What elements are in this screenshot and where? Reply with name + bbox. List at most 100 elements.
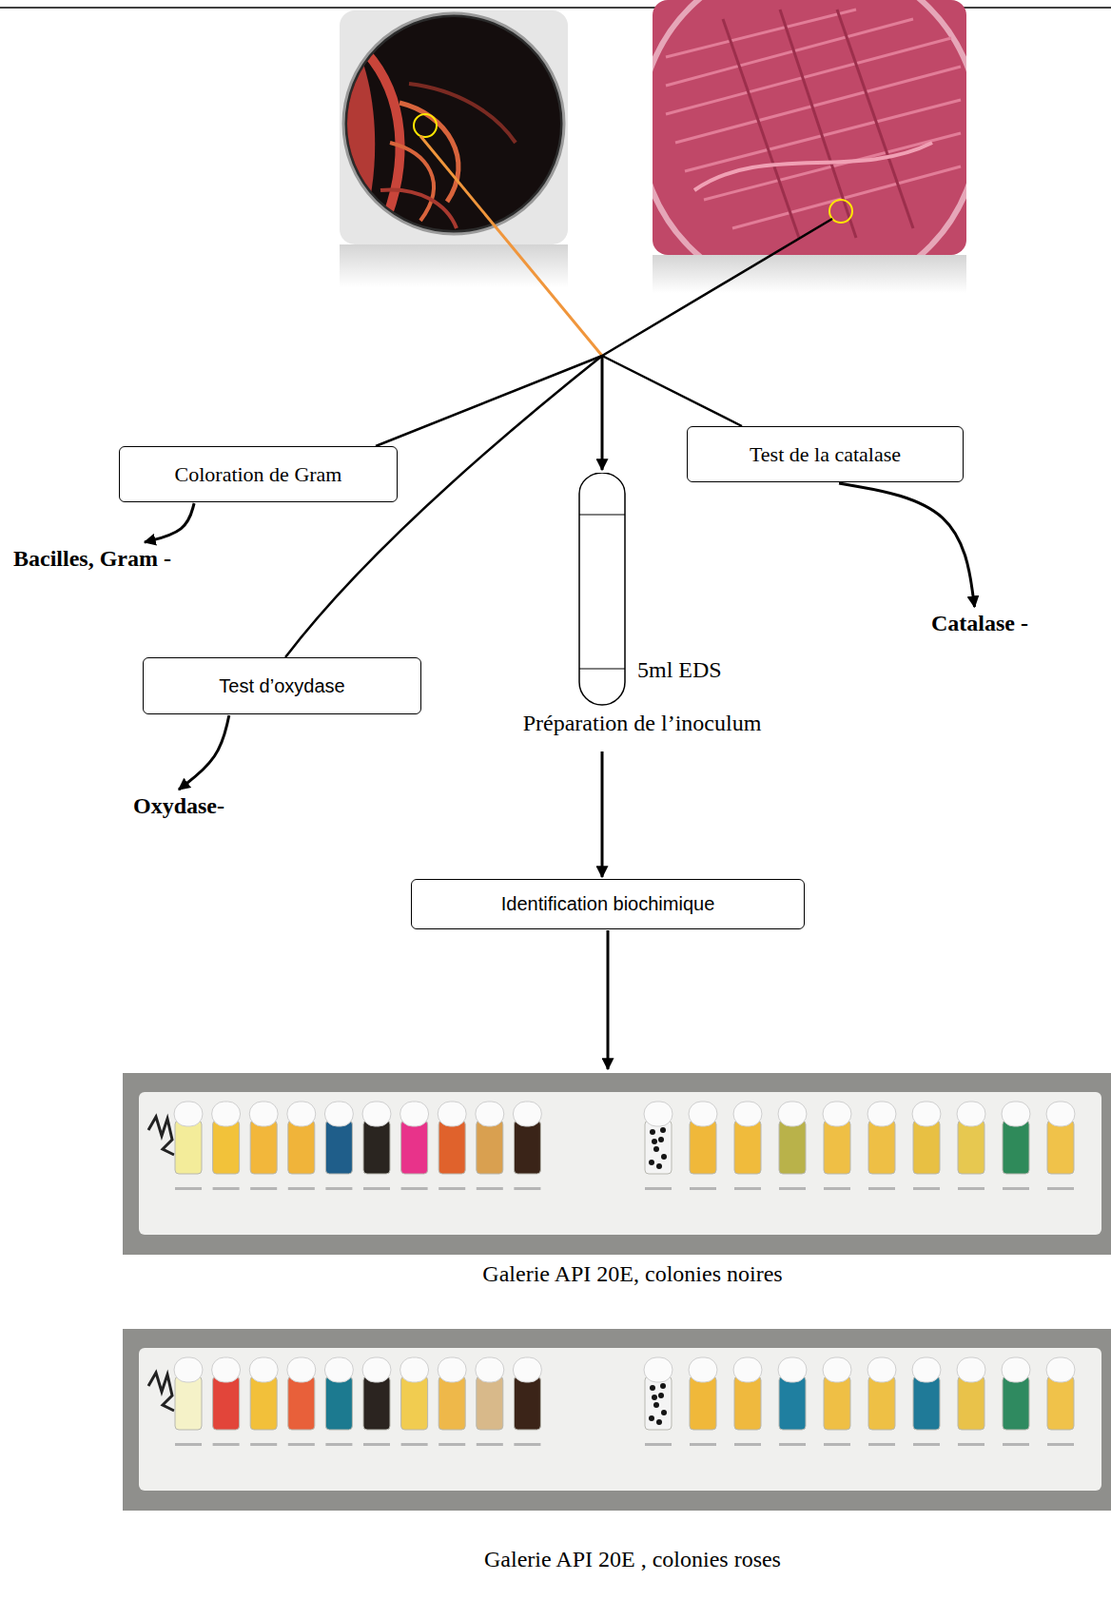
cupule-cap (1001, 1101, 1031, 1127)
tube-body (579, 472, 625, 705)
cupule-mark (438, 1442, 466, 1446)
cupule (475, 1101, 505, 1190)
cupule (867, 1357, 897, 1446)
cupule (1001, 1357, 1031, 1446)
cupule-cap (512, 1357, 542, 1383)
cupule-body (213, 1376, 240, 1430)
photo-reflection (339, 244, 568, 288)
cupule (212, 1357, 241, 1446)
figure-caption: Galerie API 20E , colonies roses (233, 1546, 1033, 1573)
cupule-mark (213, 1187, 240, 1190)
cupule-mark (401, 1187, 429, 1190)
cupule-mark (823, 1187, 851, 1190)
cupule-body (823, 1120, 851, 1174)
gelatin-charcoal (660, 1127, 666, 1133)
cupule-body (288, 1376, 315, 1430)
cupule-cap (174, 1357, 203, 1383)
cupule-cap (512, 1101, 542, 1127)
cupule-mark (734, 1442, 761, 1446)
cupule-cap (400, 1357, 429, 1383)
cupule-cap (475, 1357, 505, 1383)
black-line (602, 218, 833, 356)
cupule (475, 1357, 505, 1446)
pick-circle (413, 114, 437, 137)
cupule-cap (1046, 1101, 1075, 1127)
cupule-body (644, 1120, 672, 1174)
cupule (1001, 1101, 1031, 1190)
cupule-cap (643, 1357, 673, 1383)
box-label: Coloration de Gram (175, 462, 343, 488)
connector-arrow (838, 483, 975, 607)
cupule-mark (868, 1442, 896, 1446)
streak (380, 189, 457, 229)
cupule-cap (324, 1101, 353, 1127)
result-text: Oxydase- (130, 791, 228, 821)
agar (337, 9, 571, 238)
cupule (1046, 1101, 1075, 1190)
agar-pink (652, 0, 967, 255)
cupule-mark (913, 1442, 940, 1446)
handwritten-mark (148, 1116, 175, 1155)
branch-line (375, 355, 603, 447)
cupule-mark (363, 1187, 390, 1190)
cupule-body (913, 1120, 940, 1174)
cupule-mark (823, 1442, 851, 1446)
cupule (733, 1357, 762, 1446)
result-text: Bacilles, Gram - (10, 544, 175, 574)
cupule-cap (475, 1101, 505, 1127)
gelatin-charcoal (649, 1129, 656, 1135)
cupule-mark (1047, 1442, 1074, 1446)
tube-cap-line (579, 514, 625, 516)
api-strips (122, 1072, 1111, 1511)
strip-tray (138, 1347, 1102, 1491)
cupule-body (1047, 1376, 1074, 1430)
cupule-mark (175, 1187, 202, 1190)
api-strip-photo (122, 1328, 1111, 1511)
cupule-cap (437, 1357, 467, 1383)
cupule-body (476, 1376, 504, 1430)
gelatin-charcoal (658, 1136, 664, 1143)
cupule-body (1002, 1120, 1030, 1174)
cupule (212, 1101, 241, 1190)
cupule (437, 1101, 467, 1190)
dish-rim (652, 0, 967, 255)
result-label: Oxydase- (133, 793, 225, 819)
cupule-cap (688, 1101, 718, 1127)
pick-circle (829, 199, 853, 223)
cupule-mark (689, 1187, 717, 1190)
cupule-body (1002, 1376, 1030, 1430)
gelatin-charcoal (656, 1163, 663, 1170)
cupule-body (734, 1376, 761, 1430)
cupule-body (823, 1376, 851, 1430)
streak (722, 19, 800, 238)
gelatin-charcoal (661, 1409, 667, 1416)
cupule (956, 1357, 986, 1446)
cupule (362, 1357, 391, 1446)
cupule (822, 1101, 852, 1190)
cupule-mark (288, 1187, 315, 1190)
gelatin-charcoal (648, 1415, 655, 1422)
cupule-cap (733, 1101, 762, 1127)
cupule-cap (362, 1357, 391, 1383)
cupule-mark (1002, 1442, 1030, 1446)
strip-tray (138, 1091, 1102, 1235)
cupule (324, 1357, 353, 1446)
gelatin-charcoal (653, 1402, 660, 1408)
tube-outline (456, 472, 828, 751)
cupule-cap (174, 1101, 203, 1127)
cupule-body (438, 1376, 466, 1430)
cupule-cap (400, 1101, 429, 1127)
cupule-cap (912, 1357, 941, 1383)
cupule (287, 1357, 316, 1446)
cupule-body (401, 1376, 429, 1430)
cupule-body (476, 1120, 504, 1174)
cupule-body (363, 1120, 390, 1174)
result-text: Catalase - (928, 608, 1032, 639)
cupule-body (325, 1120, 352, 1174)
box-label: Identification biochimique (501, 893, 716, 916)
photo-ground (122, 1328, 1111, 1511)
cupule (249, 1101, 278, 1190)
cupule-cap (956, 1101, 986, 1127)
cupule-body (644, 1376, 672, 1430)
cupule-cap (778, 1357, 807, 1383)
